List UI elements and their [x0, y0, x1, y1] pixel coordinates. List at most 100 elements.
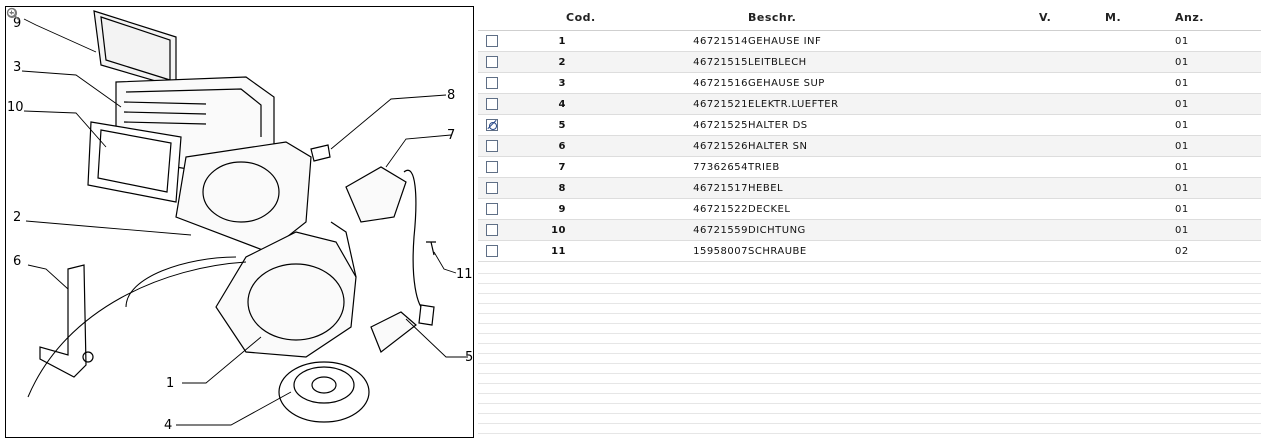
- row-select-cell[interactable]: [478, 198, 506, 220]
- row-m: [1105, 135, 1175, 157]
- row-m: [1105, 198, 1175, 220]
- row-m: [1105, 156, 1175, 178]
- callout-9: 9: [13, 16, 21, 31]
- row-checkbox[interactable]: [486, 98, 498, 110]
- row-checkbox[interactable]: [486, 35, 498, 47]
- zoom-reset-icon[interactable]: [6, 7, 20, 21]
- header-cod: Cod.: [566, 4, 748, 31]
- row-code: 46721514: [566, 30, 748, 52]
- row-description: SCHRAUBE: [748, 240, 1039, 262]
- callout-6: 6: [13, 254, 21, 269]
- row-code: 15958007: [566, 240, 748, 262]
- row-position: 4: [506, 93, 566, 115]
- row-description: DECKEL: [748, 198, 1039, 220]
- row-v: [1039, 219, 1105, 241]
- row-description: GEHAUSE SUP: [748, 72, 1039, 94]
- row-checkbox[interactable]: [486, 77, 498, 89]
- row-position: 11: [506, 240, 566, 262]
- row-checkbox[interactable]: [486, 203, 498, 215]
- row-code: 46721559: [566, 219, 748, 241]
- row-code: 46721526: [566, 135, 748, 157]
- row-v: [1039, 30, 1105, 52]
- row-qty: 01: [1175, 93, 1261, 115]
- callout-2: 2: [13, 210, 21, 225]
- row-position: 5: [506, 114, 566, 136]
- row-position: 9: [506, 198, 566, 220]
- row-checkbox[interactable]: [486, 245, 498, 257]
- row-select-cell[interactable]: [478, 30, 506, 52]
- row-qty: 01: [1175, 30, 1261, 52]
- row-position: 7: [506, 156, 566, 178]
- row-select-cell[interactable]: [478, 177, 506, 199]
- row-description: ELEKTR.LUEFTER: [748, 93, 1039, 115]
- empty-table-area: [478, 264, 1261, 444]
- row-checkbox[interactable]: [486, 161, 498, 173]
- header-desc: Beschr.: [748, 4, 1039, 31]
- row-checkbox[interactable]: [486, 224, 498, 236]
- row-m: [1105, 114, 1175, 136]
- row-checkbox[interactable]: [486, 182, 498, 194]
- row-qty: 02: [1175, 240, 1261, 262]
- row-select-cell[interactable]: [478, 114, 506, 136]
- row-checkbox[interactable]: [486, 119, 498, 131]
- row-description: DICHTUNG: [748, 219, 1039, 241]
- row-v: [1039, 156, 1105, 178]
- row-position: 8: [506, 177, 566, 199]
- row-v: [1039, 135, 1105, 157]
- row-v: [1039, 240, 1105, 262]
- diagram-drawing: 9 3 10 2 6 1 4 8 7 11 5: [7, 10, 473, 433]
- row-select-cell[interactable]: [478, 51, 506, 73]
- row-m: [1105, 72, 1175, 94]
- row-description: LEITBLECH: [748, 51, 1039, 73]
- callout-4: 4: [164, 418, 172, 433]
- row-code: 46721515: [566, 51, 748, 73]
- row-position: 10: [506, 219, 566, 241]
- header-select: [478, 4, 506, 31]
- row-v: [1039, 93, 1105, 115]
- table-header-row: Cod. Beschr. V. M. Anz.: [478, 4, 1261, 31]
- row-position: 2: [506, 51, 566, 73]
- row-select-cell[interactable]: [478, 240, 506, 262]
- row-checkbox[interactable]: [486, 56, 498, 68]
- row-position: 3: [506, 72, 566, 94]
- row-qty: 01: [1175, 156, 1261, 178]
- row-checkbox[interactable]: [486, 140, 498, 152]
- row-qty: 01: [1175, 72, 1261, 94]
- row-code: 46721522: [566, 198, 748, 220]
- callout-11: 11: [456, 267, 473, 282]
- row-select-cell[interactable]: [478, 72, 506, 94]
- row-m: [1105, 177, 1175, 199]
- row-select-cell[interactable]: [478, 135, 506, 157]
- row-select-cell[interactable]: [478, 156, 506, 178]
- row-v: [1039, 51, 1105, 73]
- row-select-cell[interactable]: [478, 93, 506, 115]
- row-qty: 01: [1175, 51, 1261, 73]
- row-m: [1105, 93, 1175, 115]
- row-m: [1105, 240, 1175, 262]
- row-v: [1039, 72, 1105, 94]
- row-qty: 01: [1175, 177, 1261, 199]
- row-position: 6: [506, 135, 566, 157]
- callout-10: 10: [7, 100, 24, 115]
- row-description: GEHAUSE INF: [748, 30, 1039, 52]
- exploded-parts-diagram[interactable]: 9 3 10 2 6 1 4 8 7 11 5: [5, 6, 474, 438]
- row-description: HEBEL: [748, 177, 1039, 199]
- row-v: [1039, 198, 1105, 220]
- row-qty: 01: [1175, 135, 1261, 157]
- row-select-cell[interactable]: [478, 219, 506, 241]
- header-v: V.: [1039, 4, 1105, 31]
- row-m: [1105, 219, 1175, 241]
- row-description: HALTER DS: [748, 114, 1039, 136]
- row-code: 46721516: [566, 72, 748, 94]
